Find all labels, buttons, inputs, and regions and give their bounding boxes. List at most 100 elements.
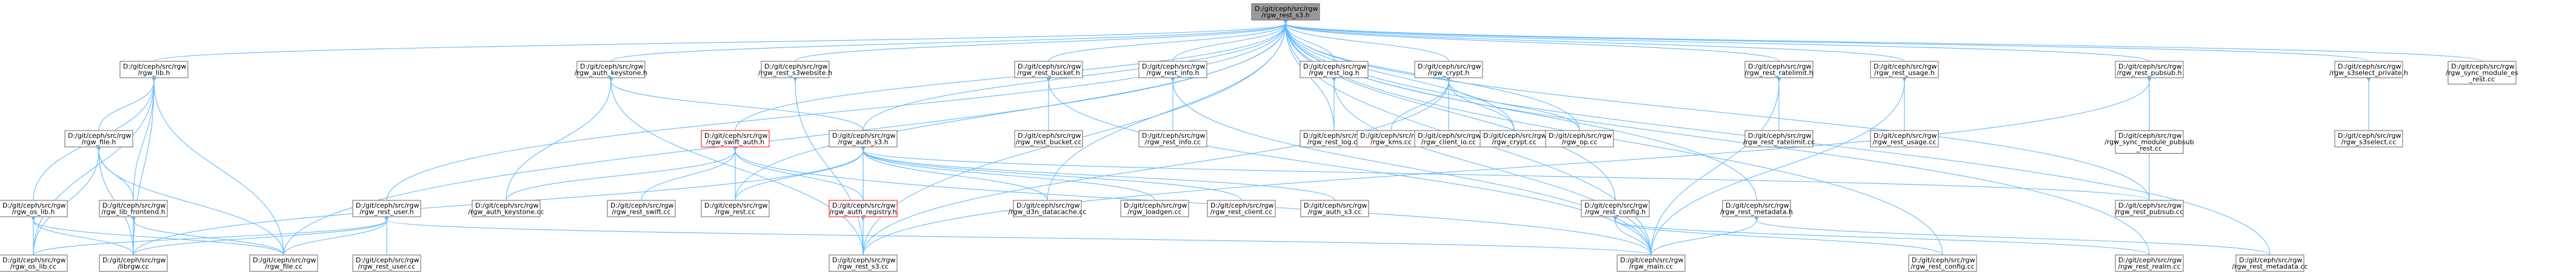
graph-node-rgw-rest-bucket-h[interactable]: D:/git/ceph/src/rgw/rgw_rest_bucket.h [1014,61,1083,78]
node-label-line: /rgw_rest_s3website.h [758,69,832,77]
node-label-line: D:/git/ceph/src/rgw [1360,132,1424,140]
node-label-line: D:/git/ceph/src/rgw [123,63,187,70]
graph-node-rgw-rest-s3-cc[interactable]: D:/git/ceph/src/rgw/rgw_rest_s3.cc [829,254,898,272]
node-box [1014,61,1083,78]
graph-node-rgw-rest-usage-h[interactable]: D:/git/ceph/src/rgw/rgw_rest_usage.h [1870,61,1939,78]
graph-node-rgw-rest-swift-cc[interactable]: D:/git/ceph/src/rgw/rgw_rest_swift.cc [607,200,676,217]
edge-root-to-rgw-sync-module-es-rest-cc [1283,19,2483,62]
node-box [249,254,318,272]
node-label-line: /rgw_rest_s3.h [1261,12,1309,19]
graph-node-rgw-rest-user-h[interactable]: D:/git/ceph/src/rgw/rgw_rest_user.h [352,200,421,217]
graph-node-rgw-auth-keystone-cc[interactable]: D:/git/ceph/src/rgw/rgw_auth_keystone.cc [468,200,544,217]
graph-node-rgw-os-lib-cc[interactable]: D:/git/ceph/src/rgw/rgw_os_lib.cc [0,254,68,272]
node-label-line: /rgw_file.cc [265,263,302,271]
node-label-line: /rgw_sync_module_pubsub [2104,138,2194,146]
graph-node-rgw-s3select-private-h[interactable]: D:/git/ceph/src/rgw/rgw_s3select_private… [2329,61,2408,78]
graph-node-rgw-auth-registry-h[interactable]: D:/git/ceph/src/rgw/rgw_auth_registry.h [829,200,898,217]
edge-rgw-rest-user-h-to-rgw-main-cc [384,216,1652,256]
edge-rgw-rest-log-h-to-rgw-main-cc [1331,76,1652,256]
node-box [1138,61,1207,78]
node-label-line: /rgw_main.cc [1629,263,1673,271]
graph-node-rgw-swift-auth-h[interactable]: D:/git/ceph/src/rgw/rgw_swift_auth.h [701,130,770,148]
node-box [1480,130,1549,148]
node-label-line: /librgw.cc [118,263,149,271]
node-label-line: /rgw_auth_keystone.cc [468,208,544,216]
graph-node-rgw-crypt-h[interactable]: D:/git/ceph/src/rgw/rgw_crypt.h [1414,61,1483,78]
graph-node-rgw-rest-usage-cc[interactable]: D:/git/ceph/src/rgw/rgw_rest_usage.cc [1870,130,1939,148]
edge-rgw-auth-s3-h-to-rgw-rest-cc [735,146,866,201]
node-label-line: /rgw_swift_auth.h [706,138,764,146]
edge-rgw-swift-auth-h-to-rgw-rest-swift-cc [641,146,738,201]
node-label-line: /rgw_rest_s3.cc [838,263,889,271]
graph-node-rgw-op-cc[interactable]: D:/git/ceph/src/rgw/rgw_op.cc [1545,130,1614,148]
edge-root-to-rgw-rest-metadata-h [1283,19,1757,201]
edge-rgw-file-h-to-rgw-file-cc [96,146,284,256]
node-label-line: D:/git/ceph/src/rgw [2118,256,2182,264]
graph-node-rgw-rest-pubsub-h[interactable]: D:/git/ceph/src/rgw/rgw_rest_pubsub.h [2115,61,2184,78]
edge-rgw-rest-config-h-to-rgw-main-cc [1612,216,1652,256]
node-box [1744,61,1814,78]
node-label-line: /rgw_rest_pubsub.h [2117,69,2181,77]
graph-node-rgw-rest-info-cc[interactable]: D:/git/ceph/src/rgw/rgw_rest_info.cc [1138,130,1207,148]
graph-node-rgw-sync-module-es-rest-cc[interactable]: D:/git/ceph/src/rgw/rgw_sync_module_es_r… [2446,61,2518,84]
graph-node-rgw-auth-s3-cc[interactable]: D:/git/ceph/src/rgw/rgw_auth_s3.cc [1300,200,1369,217]
node-box [1908,254,1977,272]
graph-node-rgw-d3n-datacache-cc[interactable]: D:/git/ceph/src/rgw/rgw_d3n_datacache.cc [1009,200,1087,217]
node-label-line: D:/git/ceph/src/rgw [764,63,828,70]
node-label-line: /rgw_loadgen.cc [1127,208,1181,216]
graph-node-rgw-loadgen-cc[interactable]: D:/git/ceph/src/rgw/rgw_loadgen.cc [1120,200,1189,217]
node-box [99,254,168,272]
graph-node-rgw-rest-ratelimit-cc[interactable]: D:/git/ceph/src/rgw/rgw_rest_ratelimit.c… [1743,130,1815,148]
node-box [2115,254,2184,272]
node-box [1870,130,1939,148]
graph-node-librgw-cc[interactable]: D:/git/ceph/src/rgw/librgw.cc [99,254,168,272]
graph-node-rgw-s3select-cc[interactable]: D:/git/ceph/src/rgw/rgw_s3select.cc [2334,130,2403,148]
node-box [607,200,676,217]
graph-node-rgw-rest-config-h[interactable]: D:/git/ceph/src/rgw/rgw_rest_config.h [1581,200,1650,217]
edge-rgw-rest-info-h-to-rgw-main-cc [1170,76,1652,256]
node-label-line: /rgw_s3select_private.h [2329,69,2408,77]
graph-node-rgw-kms-cc[interactable]: D:/git/ceph/src/rgw/rgw_kms.cc [1356,130,1426,148]
graph-node-rgw-lib-h[interactable]: D:/git/ceph/src/rgw/rgw_lib.h [119,61,189,78]
graph-node-rgw-rest-info-h[interactable]: D:/git/ceph/src/rgw/rgw_rest_info.h [1138,61,1207,78]
graph-node-rgw-rest-config-cc[interactable]: D:/git/ceph/src/rgw/rgw_rest_config.cc [1908,254,1977,272]
node-label-line: D:/git/ceph/src/rgw [1142,132,1206,140]
edge-root-to-rgw-rest-usage-h [1283,19,1905,62]
graph-node-rgw-rest-log-h[interactable]: D:/git/ceph/src/rgw/rgw_rest_log.h [1300,61,1369,78]
graph-node-rgw-rest-pubsub-cc[interactable]: D:/git/ceph/src/rgw/rgw_rest_pubsub.cc [2115,200,2184,217]
node-label-line: /rgw_rest_usage.cc [1873,138,1937,146]
node-box [2235,254,2304,272]
edge-root-to-rgw-rest-user-h [386,19,1289,201]
edge-rgw-auth-s3-h-to-rgw-rest-client-cc [860,146,1242,201]
node-box [2334,61,2403,78]
node-label-line: D:/git/ceph/src/rgw [1748,63,1812,70]
graph-node-rgw-rest-client-cc[interactable]: D:/git/ceph/src/rgw/rgw_rest_client.cc [1207,200,1276,217]
graph-node-rgw-crypt-cc[interactable]: D:/git/ceph/src/rgw/rgw_crypt.cc [1480,130,1549,148]
graph-node-rgw-rest-user-cc[interactable]: D:/git/ceph/src/rgw/rgw_rest_user.cc [352,254,421,272]
node-label-line: D:/git/ceph/src/rgw [1418,63,1481,70]
edge-root-to-rgw-rest-info-h [1172,19,1289,62]
graph-node-rgw-file-cc[interactable]: D:/git/ceph/src/rgw/rgw_file.cc [249,254,318,272]
graph-node-rgw-os-lib-h[interactable]: D:/git/ceph/src/rgw/rgw_os_lib.h [0,200,68,217]
graph-node-rgw-file-h[interactable]: D:/git/ceph/src/rgw/rgw_file.h [64,130,133,148]
node-label-line: D:/git/ceph/src/rgw [2118,202,2182,209]
graph-node-rgw-rest-s3website-h[interactable]: D:/git/ceph/src/rgw/rgw_rest_s3website.h [758,61,832,78]
graph-node-root[interactable]: D:/git/ceph/src/rgw/rgw_rest_s3.h [1251,3,1320,21]
graph-node-rgw-lib-frontend-h[interactable]: D:/git/ceph/src/rgw/rgw_lib_frontend.h [99,200,168,217]
graph-node-rgw-rest-bucket-cc[interactable]: D:/git/ceph/src/rgw/rgw_rest_bucket.cc [1014,130,1083,148]
graph-node-rgw-auth-keystone-h[interactable]: D:/git/ceph/src/rgw/rgw_auth_keystone.h [575,61,647,78]
graph-node-rgw-rest-metadata-h[interactable]: D:/git/ceph/src/rgw/rgw_rest_metadata.h [1720,200,1793,217]
graph-node-rgw-client-io-cc[interactable]: D:/git/ceph/src/rgw/rgw_client_io.cc [1414,130,1483,148]
graph-node-rgw-main-cc[interactable]: D:/git/ceph/src/rgw/rgw_main.cc [1617,254,1686,272]
graph-node-rgw-rest-realm-cc[interactable]: D:/git/ceph/src/rgw/rgw_rest_realm.cc [2115,254,2184,272]
graph-node-rgw-rest-cc[interactable]: D:/git/ceph/src/rgw/rgw_rest.cc [701,200,770,217]
graph-node-rgw-rest-log-cc[interactable]: D:/git/ceph/src/rgw/rgw_rest_log.cc [1300,130,1369,148]
node-label-line: /rgw_rest_config.h [1585,208,1646,216]
graph-node-rgw-rest-metadata-cc[interactable]: D:/git/ceph/src/rgw/rgw_rest_metadata.cc [2232,254,2308,272]
node-label-line: /rgw_crypt.cc [1492,138,1536,146]
edge-rgw-crypt-h-to-rgw-rest-s3-cc [863,76,1452,256]
graph-node-rgw-auth-s3-h[interactable]: D:/git/ceph/src/rgw/rgw_auth_s3.h [829,130,898,148]
graph-node-rgw-rest-ratelimit-h[interactable]: D:/git/ceph/src/rgw/rgw_rest_ratelimit.h [1744,61,1814,78]
edge-rgw-os-lib-h-to-rgw-file-cc [30,216,284,256]
graph-node-rgw-sync-module-pubsub-rest-cc[interactable]: D:/git/ceph/src/rgw/rgw_sync_module_pubs… [2104,130,2194,154]
